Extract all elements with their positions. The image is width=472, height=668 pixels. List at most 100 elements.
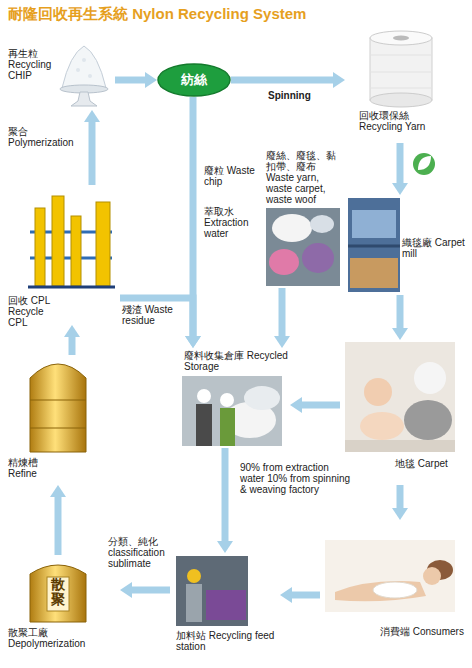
storage-image: 廢料收集倉庫 Recycled Storage (178, 348, 290, 448)
node-label: 精煉槽 Refine (8, 457, 68, 479)
spool-bottom (370, 93, 432, 107)
flow-arrow (279, 288, 286, 336)
tank-body (30, 565, 86, 622)
tank-band (30, 428, 86, 429)
waste-light (310, 215, 334, 233)
depolymerization-tank (30, 565, 86, 622)
yarn-spool (370, 31, 432, 107)
node-label: 織毯廠 Carpet mill (402, 237, 468, 259)
product-image: 回收環保絲 Recycling Yarn (345, 28, 455, 143)
ellipse-shape (158, 64, 230, 96)
edge-label: Spinning (268, 90, 328, 101)
spool-core (393, 36, 409, 41)
storage-sack (244, 386, 280, 410)
waste-image: 廢絲、廢毯、黏扣帶、廢布 Waste yarn, waste carpet, w… (262, 148, 344, 288)
photo-frame (348, 198, 400, 292)
feed-bag (206, 590, 246, 620)
chip-grain (88, 74, 92, 78)
storage-photo (182, 376, 282, 446)
chip-pile (62, 46, 106, 88)
node-label: 回收環保絲 Recycling Yarn (359, 110, 453, 132)
edge-label: 廢粒 Waste chip (204, 165, 264, 187)
node-label: 散聚工廠 Depolymerization (8, 627, 118, 649)
flow-arrow (222, 448, 229, 541)
product-image: 地毯 Carpet (340, 340, 465, 485)
baby-head (364, 378, 392, 406)
consumer-photo (325, 540, 455, 612)
carpet-floor (345, 440, 455, 452)
tank-image: 散聚散聚工廠 Depolymerization (5, 555, 120, 655)
photo-frame (266, 208, 340, 286)
edge-label: 聚合 Polymerization (8, 126, 82, 148)
flow-arrow (69, 337, 76, 355)
flow-arrow (302, 402, 340, 409)
consumer-image: 消費端 Consumers (320, 520, 468, 650)
mill-photo (348, 198, 400, 292)
tank-plate (47, 577, 69, 611)
plant-tower (71, 216, 81, 286)
dog-head (414, 362, 446, 394)
process-note: 萃取水 Extraction water (204, 206, 266, 239)
process-ellipse: 紡絲 (157, 63, 231, 97)
spool-stripe (370, 72, 432, 73)
worker-helmet (220, 393, 234, 407)
flow-arrow (89, 122, 96, 185)
worker-helmet (197, 389, 211, 403)
node-label: 消費端 Consumers (380, 626, 466, 637)
flow-arrow (55, 497, 62, 555)
waste-photo (266, 208, 340, 286)
spool-body (370, 38, 432, 100)
carpet-photo (345, 342, 455, 452)
refine-tank (30, 364, 86, 452)
node-label: 回收 CPL Recycle CPL (8, 295, 60, 328)
woman-body (335, 581, 426, 601)
plant-tower (35, 208, 45, 286)
waste-white (272, 214, 312, 242)
plant-tower (52, 196, 64, 286)
tank-image: 精煉槽 Refine (5, 355, 115, 485)
woman-head (423, 567, 441, 585)
green-mark-logo (413, 153, 435, 175)
dog-body (404, 400, 452, 440)
worker-body (196, 404, 212, 446)
photo-frame (176, 556, 248, 626)
node-label: 地毯 Carpet (395, 458, 465, 469)
plant-tower (96, 202, 110, 286)
node-label: 加料站 Recycling feed station (176, 630, 276, 652)
edge-label: 分類、純化 classification sublimate (108, 536, 168, 569)
waste-pink (269, 249, 299, 275)
waste-purple (302, 243, 334, 273)
photo-frame (345, 342, 455, 452)
edge-label: 殘渣 Waste residue (122, 304, 190, 326)
spool-top (370, 31, 432, 45)
woman-cloth (373, 582, 417, 598)
flow-arrow (132, 587, 170, 594)
mill-beam (348, 245, 400, 248)
worker-body (186, 584, 202, 622)
mill-machine (352, 210, 396, 238)
chip-grain (76, 68, 80, 72)
plant-base (28, 286, 115, 289)
chip-grain (82, 58, 86, 62)
flow-arrow (397, 485, 404, 508)
factory-image: 織毯廠 Carpet mill (345, 195, 470, 295)
flow-arrow (231, 77, 333, 84)
photo-frame (182, 376, 282, 446)
station-image: 加料站 Recycling feed station (170, 553, 280, 658)
feed-photo (176, 556, 248, 626)
worker-helmet (187, 569, 201, 583)
flow-arrow (397, 295, 404, 328)
chip-illustration (60, 46, 108, 106)
node-label: 紡絲 (157, 63, 231, 97)
product-image: 再生粒 Recycling CHIP (5, 45, 115, 110)
flow-arrow (397, 143, 404, 183)
flow-arrow (292, 592, 320, 599)
edge-label: 90% from extraction water 10% from spinn… (240, 462, 352, 495)
plant-illustration (28, 196, 115, 287)
node-label: 再生粒 Recycling CHIP (8, 48, 60, 81)
plant-image: 回收 CPL Recycle CPL (5, 185, 120, 325)
diagram-title: 耐隆回收再生系統 Nylon Recycling System (8, 5, 468, 23)
node-label: 散聚 (50, 577, 66, 607)
